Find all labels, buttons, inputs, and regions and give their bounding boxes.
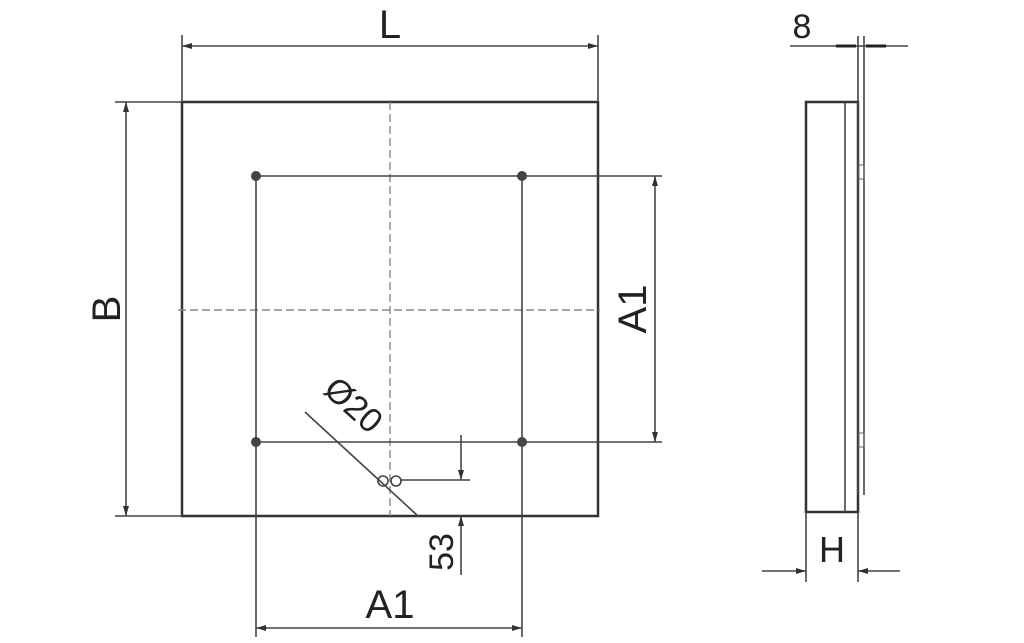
side-body-outline (804, 100, 860, 514)
hole-diameter-leader (304, 411, 419, 517)
hole-icon (517, 171, 527, 181)
hole-icon (517, 437, 527, 447)
thickness-label: 8 (793, 8, 812, 46)
length-label: L (379, 3, 401, 47)
hole-diameter-label: Ø20 (317, 370, 390, 441)
hole-spacing-horizontal-label: A1 (366, 583, 415, 627)
hole-icon (251, 171, 261, 181)
cable-hole-icon (377, 475, 389, 487)
height-label: H (819, 529, 845, 570)
hole-spacing-vertical-label: A1 (611, 285, 655, 334)
hole-grid-lines (255, 175, 662, 637)
mounting-holes (251, 171, 527, 447)
front-view: L B A1 A1 Ø20 53 (85, 3, 662, 637)
hole-offset-label: 53 (423, 533, 461, 571)
hole-icon (251, 437, 261, 447)
side-view: 8 H (762, 8, 908, 582)
width-label: B (85, 296, 129, 323)
